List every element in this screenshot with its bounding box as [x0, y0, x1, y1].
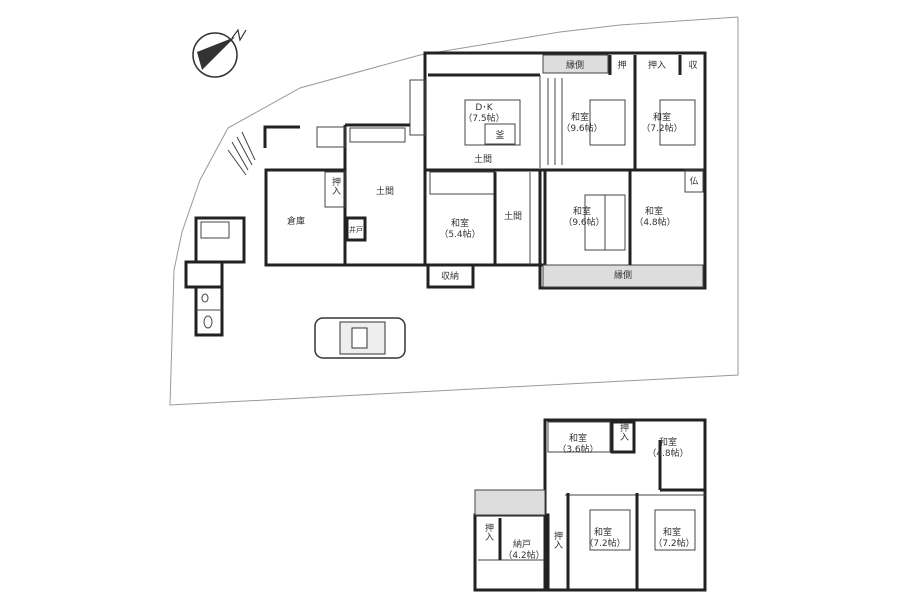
floor1-main: [409, 51, 707, 290]
f2-oshiire-c-label: 押入: [552, 530, 563, 549]
washitsu-b-label: 和室: [653, 111, 671, 123]
nando-size: （4.2帖）: [503, 549, 544, 561]
car-icon: [314, 317, 406, 359]
oshi-top-label: 押: [617, 59, 626, 71]
north-arrow-icon: [192, 28, 247, 78]
bath-outbuilding: [184, 216, 246, 337]
f2-washitsu-a-size: （3.6帖）: [557, 443, 598, 455]
doma-left-label: 土間: [376, 185, 394, 197]
ido-label: 井戸: [349, 225, 363, 234]
f2-oshiire-b-label: 押入: [483, 522, 494, 541]
f2-washitsu-d-size: （7.2帖）: [653, 537, 694, 549]
doma-top-label: 土間: [474, 153, 492, 165]
soko-label: 倉庫: [287, 215, 305, 227]
washitsu-d-label: 和室: [645, 205, 663, 217]
washitsu-a-label: 和室: [571, 111, 589, 123]
f2-washitsu-c-size: （7.2帖）: [584, 537, 625, 549]
butsudan-label: 仏: [689, 176, 698, 187]
washitsu-c-size: （9.6帖）: [563, 216, 604, 228]
washitsu-a-size: （9.6帖）: [561, 122, 602, 134]
doma-mid-label: 土間: [504, 210, 522, 222]
dk-size: （7.5帖）: [463, 112, 504, 124]
floor1-left-wing: [263, 123, 425, 267]
osame-top-label: 収: [688, 59, 697, 71]
floor2: [473, 418, 707, 592]
f2-washitsu-a-label: 和室: [569, 432, 587, 444]
oshiire-soko-label: 押入: [330, 176, 341, 195]
washitsu-e-size: （5.4帖）: [439, 228, 480, 240]
washitsu-e-label: 和室: [451, 217, 469, 229]
engawa-bottom-label: 縁側: [614, 269, 632, 281]
oshiire-top-label: 押入: [648, 59, 666, 71]
washitsu-c-label: 和室: [573, 205, 591, 217]
engawa-top-label: 縁側: [566, 59, 584, 71]
f2-washitsu-b-label: 和室: [659, 436, 677, 448]
dk-label: D･K: [475, 103, 493, 113]
washitsu-d-size: （4.8帖）: [634, 216, 675, 228]
f2-washitsu-d-label: 和室: [663, 526, 681, 538]
nando-label: 納戸: [513, 538, 531, 550]
f2-washitsu-b-size: （4.8帖）: [647, 447, 688, 459]
f2-oshiire-a-label: 押入: [618, 422, 629, 441]
shuno-label: 収納: [441, 270, 459, 282]
f2-washitsu-c-label: 和室: [594, 526, 612, 538]
washitsu-b-size: （7.2帖）: [641, 122, 682, 134]
kama-label: 釜: [495, 129, 504, 141]
exterior-steps: [227, 131, 256, 176]
property-boundary: [169, 16, 739, 406]
